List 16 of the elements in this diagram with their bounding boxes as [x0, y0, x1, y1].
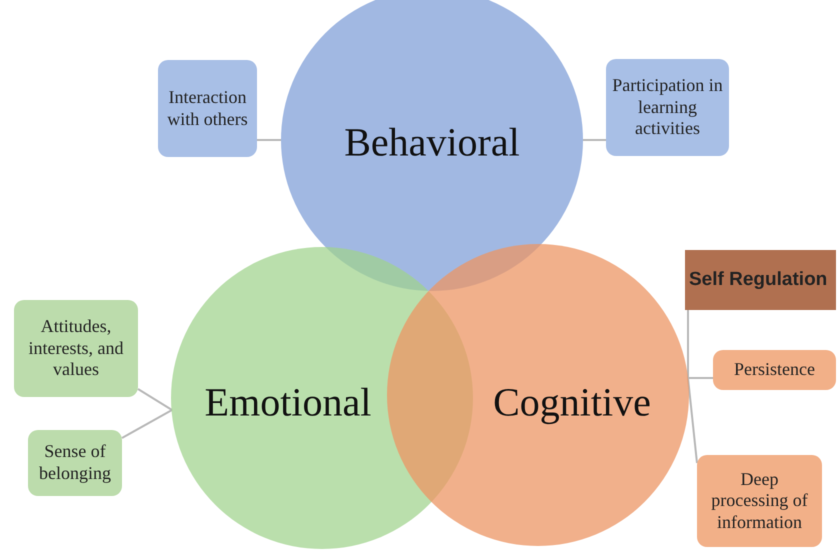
circle-label: Emotional — [204, 378, 372, 426]
text-box: Sense of belonging — [28, 430, 122, 496]
connector-line — [688, 377, 713, 379]
text-box: Participation in learning activities — [606, 59, 729, 156]
text-box: Self Regulation — [685, 250, 836, 310]
connector-line — [137, 388, 173, 411]
text-box: Interaction with others — [158, 60, 257, 157]
text-box: Deep processing of information — [697, 455, 822, 547]
connector-line — [257, 139, 281, 141]
circle-label: Behavioral — [344, 118, 520, 166]
connector-line — [122, 409, 172, 439]
text-box: Attitudes, interests, and values — [14, 300, 138, 397]
text-box: Persistence — [713, 350, 836, 390]
connector-line — [583, 139, 606, 141]
circle-label: Cognitive — [493, 378, 651, 426]
connector-line — [687, 378, 698, 464]
